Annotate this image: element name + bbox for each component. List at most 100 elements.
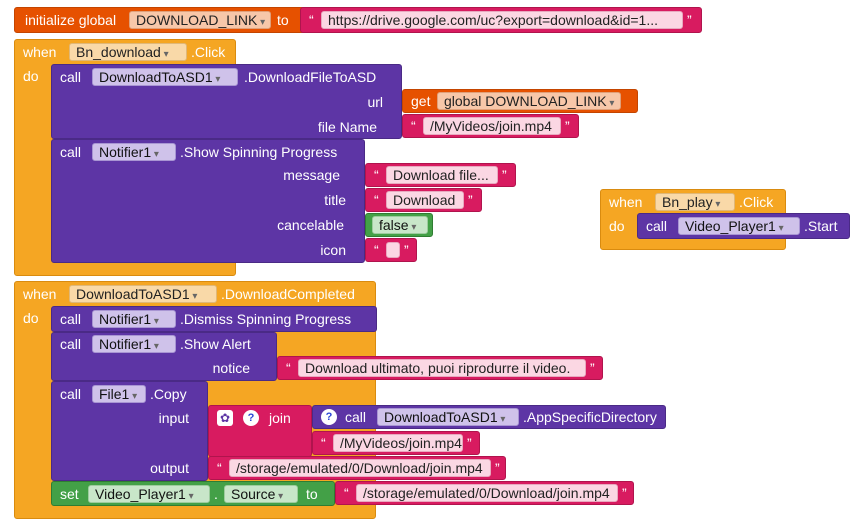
open-quote: “: [217, 460, 222, 476]
join-string-value[interactable]: /MyVideos/join.mp4: [333, 434, 463, 452]
title-string-block[interactable]: “ Download ”: [365, 188, 482, 212]
cancelable-label: cancelable: [277, 217, 344, 233]
source-property-dropdown[interactable]: Source: [224, 485, 298, 503]
open-quote: “: [344, 485, 349, 501]
when-label: when: [609, 194, 643, 210]
download-component-dropdown[interactable]: DownloadToASD1: [377, 408, 519, 426]
close-quote: ”: [565, 118, 570, 134]
filename-value[interactable]: /MyVideos/join.mp4: [423, 117, 561, 135]
get-label: get: [411, 93, 431, 109]
message-string-block[interactable]: “ Download file... ”: [365, 163, 516, 187]
do-label: do: [23, 68, 39, 84]
close-quote: ”: [590, 360, 595, 376]
download-file-to-asd-call[interactable]: call DownloadToASD1 .DownloadFileToASD u…: [51, 64, 402, 139]
notice-string-block[interactable]: “ Download ultimato, puoi riprodurre il …: [277, 356, 603, 380]
false-logic-block[interactable]: false: [365, 213, 433, 237]
open-quote: “: [286, 360, 291, 376]
open-quote: “: [309, 12, 314, 28]
source-string-block[interactable]: “ /storage/emulated/0/Download/join.mp4 …: [335, 481, 634, 505]
file-copy-call[interactable]: call File1 .Copy input output: [51, 381, 208, 481]
help-icon[interactable]: ?: [243, 410, 259, 426]
show-alert-call[interactable]: call Notifier1 .Show Alert notice: [51, 332, 277, 381]
to-label: to: [277, 12, 289, 28]
dot-separator: .: [214, 486, 218, 502]
get-global-variable-block[interactable]: get global DOWNLOAD_LINK: [402, 89, 638, 113]
do-label: do: [23, 310, 39, 326]
message-label: message: [283, 167, 340, 183]
join-text-block[interactable]: ✿ ? join: [208, 405, 312, 457]
url-label: url: [367, 94, 383, 110]
start-method-label: .Start: [804, 218, 838, 234]
close-quote: ”: [687, 12, 692, 28]
open-quote: “: [374, 192, 379, 208]
initialize-global-label: initialize global: [25, 12, 117, 28]
notifier-component-dropdown[interactable]: Notifier1: [92, 310, 176, 328]
open-quote: “: [374, 167, 379, 183]
title-value[interactable]: Download: [386, 191, 464, 209]
output-string-block[interactable]: “ /storage/emulated/0/Download/join.mp4 …: [208, 456, 506, 480]
download-component-dropdown[interactable]: DownloadToASD1: [69, 285, 217, 303]
show-alert-method-label: .Show Alert: [180, 336, 251, 352]
call-label: call: [646, 218, 668, 234]
app-specific-directory-call[interactable]: ? call DownloadToASD1 .AppSpecificDirect…: [312, 405, 666, 429]
source-value[interactable]: /storage/emulated/0/Download/join.mp4: [356, 484, 618, 502]
notifier-component-dropdown[interactable]: Notifier1: [92, 143, 176, 161]
cancelable-dropdown[interactable]: false: [372, 216, 428, 234]
download-link-value[interactable]: https://drive.google.com/uc?export=downl…: [321, 11, 683, 29]
when-label: when: [23, 44, 57, 60]
set-label: set: [60, 486, 79, 502]
filename-string-block[interactable]: “ /MyVideos/join.mp4 ”: [402, 114, 579, 138]
mutator-gear-icon[interactable]: ✿: [217, 410, 233, 426]
icon-label: icon: [320, 242, 346, 258]
app-specific-directory-method-label: .AppSpecificDirectory: [523, 409, 657, 425]
set-video-source-block[interactable]: set Video_Player1 . Source to: [51, 481, 335, 506]
copy-method-label: .Copy: [150, 386, 187, 402]
global-variable-block[interactable]: initialize global DOWNLOAD_LINK to: [14, 7, 306, 33]
output-value[interactable]: /storage/emulated/0/Download/join.mp4: [229, 459, 491, 477]
dismiss-method-label: .Dismiss Spinning Progress: [180, 311, 352, 327]
title-label: title: [324, 192, 346, 208]
click-event-label: .Click: [191, 44, 226, 60]
video-player-component-dropdown[interactable]: Video_Player1: [88, 485, 210, 503]
close-quote: ”: [467, 435, 472, 451]
call-label: call: [60, 69, 82, 85]
global-name-dropdown[interactable]: DOWNLOAD_LINK: [129, 11, 271, 29]
download-completed-event-label: .DownloadCompleted: [221, 286, 355, 302]
help-icon[interactable]: ?: [321, 409, 337, 425]
close-quote: ”: [622, 485, 627, 501]
close-quote: ”: [404, 242, 409, 258]
open-quote: “: [374, 242, 379, 258]
call-label: call: [60, 144, 82, 160]
icon-value[interactable]: [386, 242, 400, 258]
download-component-dropdown[interactable]: DownloadToASD1: [92, 68, 238, 86]
notice-label: notice: [212, 360, 250, 376]
do-label: do: [609, 218, 625, 234]
open-quote: “: [411, 118, 416, 134]
call-label: call: [345, 409, 367, 425]
message-value[interactable]: Download file...: [386, 166, 498, 184]
call-label: call: [60, 311, 82, 327]
icon-string-block[interactable]: “ ”: [365, 238, 417, 262]
show-spinning-progress-call[interactable]: call Notifier1 .Show Spinning Progress m…: [51, 139, 365, 263]
show-spinning-method-label: .Show Spinning Progress: [180, 144, 338, 160]
join-label: join: [269, 410, 291, 426]
download-link-string-block[interactable]: “ https://drive.google.com/uc?export=dow…: [300, 7, 702, 33]
file-component-dropdown[interactable]: File1: [92, 385, 146, 403]
video-player-component-dropdown[interactable]: Video_Player1: [678, 217, 800, 235]
get-variable-dropdown[interactable]: global DOWNLOAD_LINK: [437, 92, 621, 110]
to-label: to: [306, 486, 318, 502]
input-label: input: [158, 410, 189, 426]
notice-value[interactable]: Download ultimato, puoi riprodurre il vi…: [298, 359, 586, 377]
file-name-label: file Name: [317, 119, 377, 135]
call-label: call: [60, 386, 82, 402]
join-string-block[interactable]: “ /MyVideos/join.mp4 ”: [312, 431, 480, 455]
close-quote: ”: [502, 167, 507, 183]
dismiss-spinning-progress-call[interactable]: call Notifier1 .Dismiss Spinning Progres…: [51, 306, 377, 332]
click-event-label: .Click: [739, 194, 774, 210]
close-quote: ”: [468, 192, 473, 208]
bn-download-component-dropdown[interactable]: Bn_download: [69, 43, 187, 61]
open-quote: “: [321, 435, 326, 451]
video-player-start-call[interactable]: call Video_Player1 .Start: [637, 213, 850, 239]
notifier-component-dropdown[interactable]: Notifier1: [92, 335, 176, 353]
bn-play-component-dropdown[interactable]: Bn_play: [655, 193, 735, 211]
